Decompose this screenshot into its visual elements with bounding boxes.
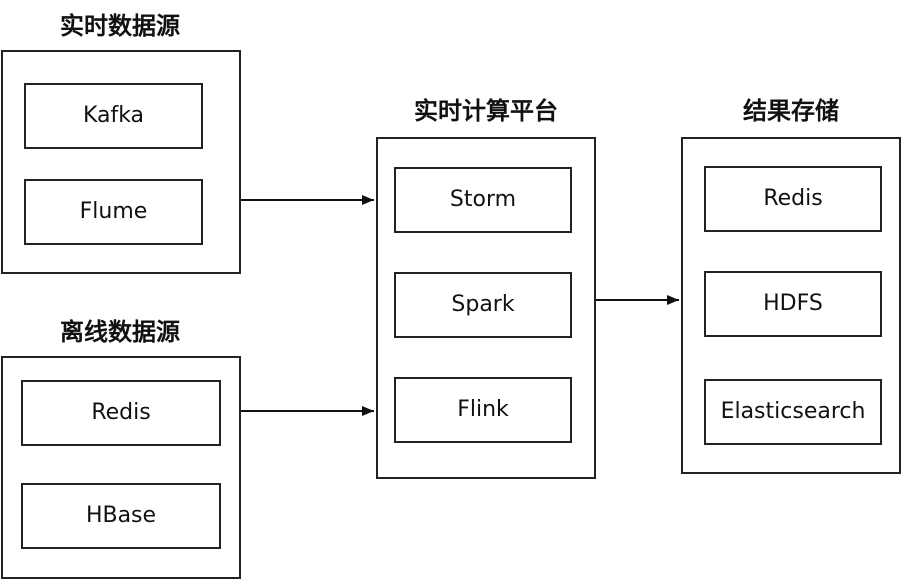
spark-node: Spark: [394, 272, 572, 338]
hdfs-node: HDFS: [704, 271, 882, 337]
redis-source-node: Redis: [21, 380, 221, 446]
compute-platform-title: 实时计算平台: [414, 97, 558, 125]
storm-node: Storm: [394, 167, 572, 233]
kafka-node: Kafka: [24, 83, 203, 149]
offline-sources-title: 离线数据源: [60, 318, 180, 346]
realtime-sources-title: 实时数据源: [60, 12, 180, 40]
redis-storage-node: Redis: [704, 166, 882, 232]
elasticsearch-node: Elasticsearch: [704, 379, 882, 445]
result-storage-title: 结果存储: [743, 97, 839, 125]
flink-node: Flink: [394, 377, 572, 443]
hbase-node: HBase: [21, 483, 221, 549]
flume-node: Flume: [24, 179, 203, 245]
